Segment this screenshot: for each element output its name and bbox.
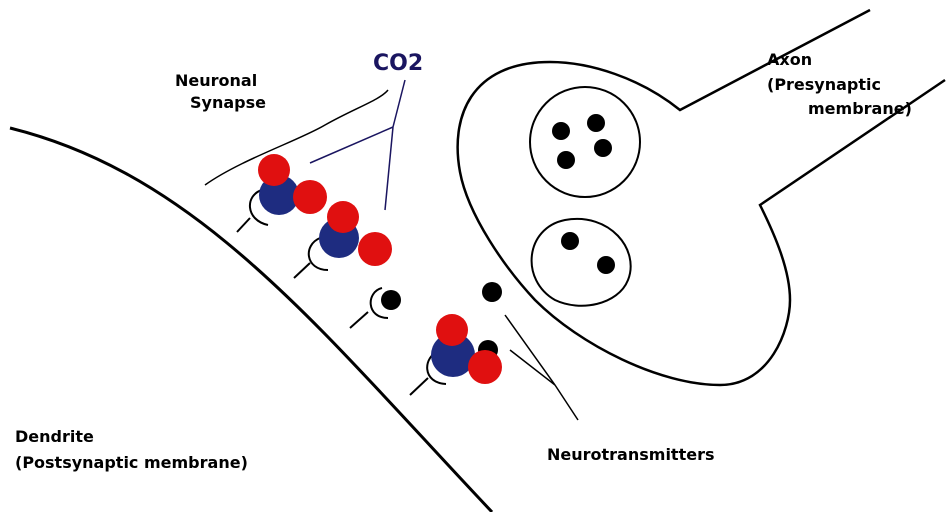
co2-molecule <box>431 314 502 384</box>
synaptic-vesicle <box>532 219 631 306</box>
oxygen-atom <box>293 180 327 214</box>
oxygen-atom <box>468 350 502 384</box>
axon-label: Axon <box>767 50 812 69</box>
oxygen-atom <box>436 314 468 346</box>
dendrite-label: Dendrite <box>15 427 94 446</box>
dendrite-label: (Postsynaptic membrane) <box>15 453 248 472</box>
neurotransmitter-dot <box>594 139 612 157</box>
oxygen-atom <box>358 232 392 266</box>
neurotransmitter-dot <box>587 114 605 132</box>
axon-terminal <box>458 10 945 385</box>
neurotransmitter-dot <box>482 282 502 302</box>
neuronal-synapse-label: Neuronal <box>175 71 257 90</box>
neurotransmitters-label: Neurotransmitters <box>547 445 714 464</box>
neurotransmitter-dot <box>557 151 575 169</box>
axon-label: membrane) <box>808 99 912 118</box>
neuronal-synapse-label: Synapse <box>190 93 266 112</box>
oxygen-atom <box>258 154 290 186</box>
neurotransmitter-dot <box>552 122 570 140</box>
receptor <box>350 288 388 328</box>
neurotransmitter-dot <box>561 232 579 250</box>
axon-label: (Presynaptic <box>767 75 881 94</box>
synaptic-vesicle <box>530 87 640 197</box>
co2-molecule <box>258 154 327 215</box>
co2-label: CO2 <box>373 51 423 76</box>
co2-molecule <box>319 201 392 266</box>
neurotransmitter-dot <box>381 290 401 310</box>
neurotransmitter-pointer-lines <box>505 315 578 420</box>
oxygen-atom <box>327 201 359 233</box>
neurotransmitter-dot <box>597 256 615 274</box>
